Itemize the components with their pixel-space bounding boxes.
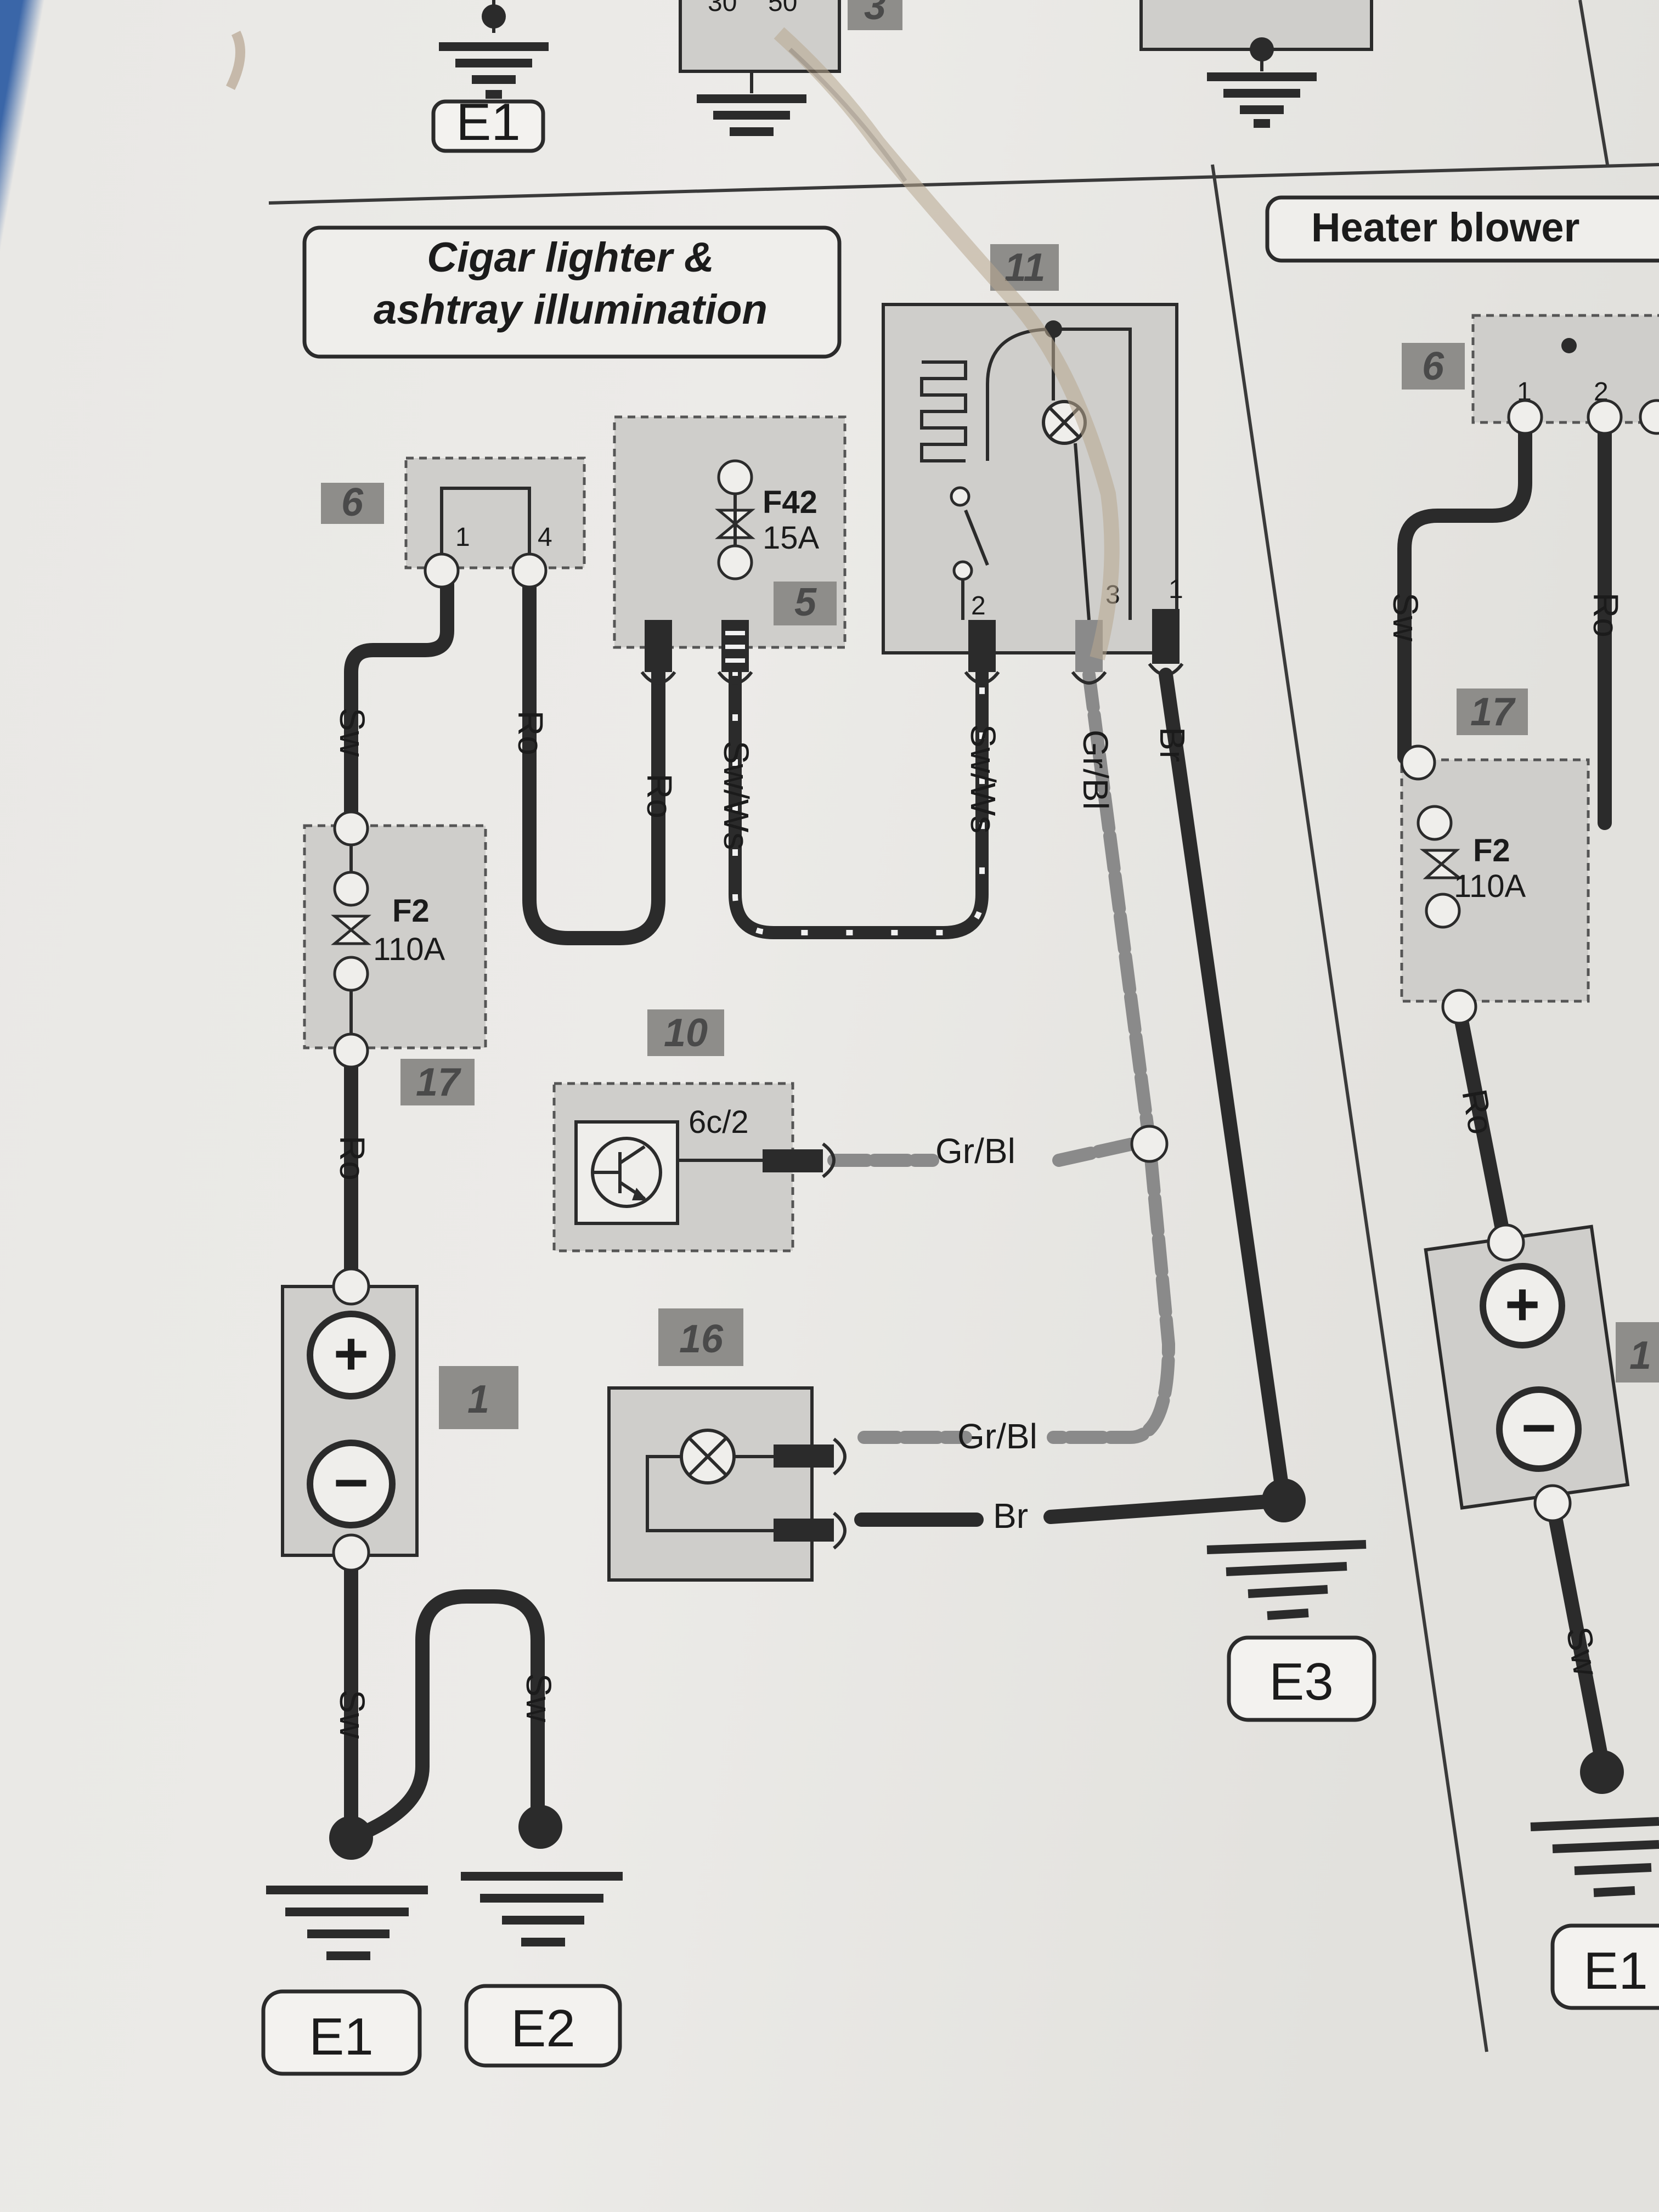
br-junction: [1262, 1479, 1306, 1522]
ground-e1: E1: [261, 1816, 428, 2076]
heater-blower-title: Heater blower: [1311, 205, 1579, 250]
wire-label-sw-1: Sw: [332, 708, 372, 757]
heater-blower-section: 6 1 2 Sw Ro 17 F2 110A Ro + − 1 Sw: [1386, 314, 1659, 2010]
tag-17: 17: [416, 1060, 461, 1104]
pin-11-1: 1: [1169, 575, 1183, 604]
fuse-f2-name: F2: [392, 893, 430, 929]
wire-label-br-1: Br: [1153, 727, 1192, 762]
component-10-control-unit: 10 6c/2: [552, 1009, 836, 1252]
wire-label-sw-3: Sw: [519, 1673, 558, 1723]
tag-11: 11: [1005, 246, 1046, 290]
hb-wire-ro: Ro: [1454, 1086, 1501, 1137]
component-16-ashtray-bulb: 16: [607, 1308, 847, 1582]
tag-6: 6: [341, 481, 364, 524]
ground-e1-label: E1: [309, 2007, 373, 2066]
connector-10-label: 6c/2: [689, 1104, 749, 1140]
ground-e2: E2: [461, 1805, 623, 2068]
section-divider-vertical: [1211, 164, 1488, 2052]
pin-6-1: 1: [455, 523, 470, 552]
fuse-f42-rating: 15A: [763, 520, 820, 556]
heater-blower-title-box: Heater blower: [1265, 195, 1659, 263]
cigar-lighter-title-line2: ashtray illumination: [374, 286, 768, 333]
hb-fuse-name: F2: [1473, 833, 1510, 868]
cigar-lighter-title-box: Cigar lighter & ashtray illumination: [302, 225, 842, 359]
cigar-lighter-title-line1: Cigar lighter &: [427, 234, 714, 281]
wire-label-gr-bl-1: Gr/Bl: [1076, 730, 1115, 810]
fuse-f42-name: F42: [763, 484, 817, 520]
wire-label-sw-ws-2: Sw/Ws: [963, 724, 1003, 833]
hb-tag-17: 17: [1470, 690, 1516, 734]
pin-11-2: 2: [971, 591, 986, 620]
top-tag-3: 3: [864, 0, 886, 28]
paper-tear-decoration: [225, 27, 1120, 661]
component-1-battery: + − 1: [281, 1267, 518, 1572]
wire-label-sw-2: Sw: [332, 1690, 372, 1739]
wire-label-ro-2: Ro: [640, 774, 679, 819]
battery-plus: +: [334, 1320, 369, 1387]
component-6-connector: 6 1 4: [321, 456, 586, 589]
tag-5: 5: [794, 580, 817, 624]
pin-6-4: 4: [538, 523, 552, 552]
hb-ground-e1-label: E1: [1583, 1942, 1647, 2000]
tag-16: 16: [679, 1317, 724, 1361]
wire-label-sw-ws-1: Sw/Ws: [716, 741, 756, 850]
top-ground-label-box: [431, 99, 545, 153]
wire-label-ro-1: Ro: [511, 710, 550, 755]
wire-label-ro-3: Ro: [332, 1136, 372, 1181]
component-5-fuse-f42: F42 15A 5: [613, 415, 847, 685]
tag-1: 1: [467, 1378, 489, 1421]
ground-e3-label: E3: [1269, 1652, 1333, 1711]
hb-tag-6: 6: [1422, 345, 1444, 388]
wire-label-br-2: Br: [993, 1496, 1028, 1536]
hb-battery-minus: −: [1521, 1394, 1556, 1462]
hb-wire-sw: Sw: [1386, 592, 1425, 642]
section-divider-horizontal: [268, 163, 1659, 205]
battery-minus: −: [334, 1449, 369, 1516]
hb-tag-1: 1: [1629, 1334, 1651, 1378]
tag-10: 10: [664, 1011, 708, 1055]
hb-battery-plus: +: [1505, 1271, 1540, 1338]
wire-label-gr-bl-2: Gr/Bl: [935, 1131, 1015, 1171]
hb-wire-ro-right: Ro: [1586, 592, 1626, 637]
hb-wire-sw-2: Sw: [1559, 1624, 1606, 1679]
ground-e3: E3: [1206, 1540, 1376, 1722]
gr-bl-junction: [1130, 1125, 1169, 1163]
ground-e2-label: E2: [511, 1999, 575, 2058]
wire-labels: Sw Ro Ro Sw/Ws Sw/Ws Gr/Bl Br Ro Gr/Bl G…: [332, 708, 1192, 1739]
top-strip: E1 30 50 3: [431, 0, 1609, 165]
top-pin-30: 30: [708, 0, 737, 17]
component-11-cigar-lighter: 11 2 3 1: [882, 244, 1184, 685]
top-ground-label: E1: [456, 93, 520, 151]
wire-label-gr-bl-3: Gr/Bl: [957, 1417, 1037, 1456]
top-pin-50: 50: [768, 0, 797, 17]
fuse-f2-rating: 110A: [373, 932, 445, 967]
component-17-fuse-f2: F2 110A 17: [303, 810, 487, 1105]
hb-fuse-rating: 110A: [1454, 868, 1526, 904]
